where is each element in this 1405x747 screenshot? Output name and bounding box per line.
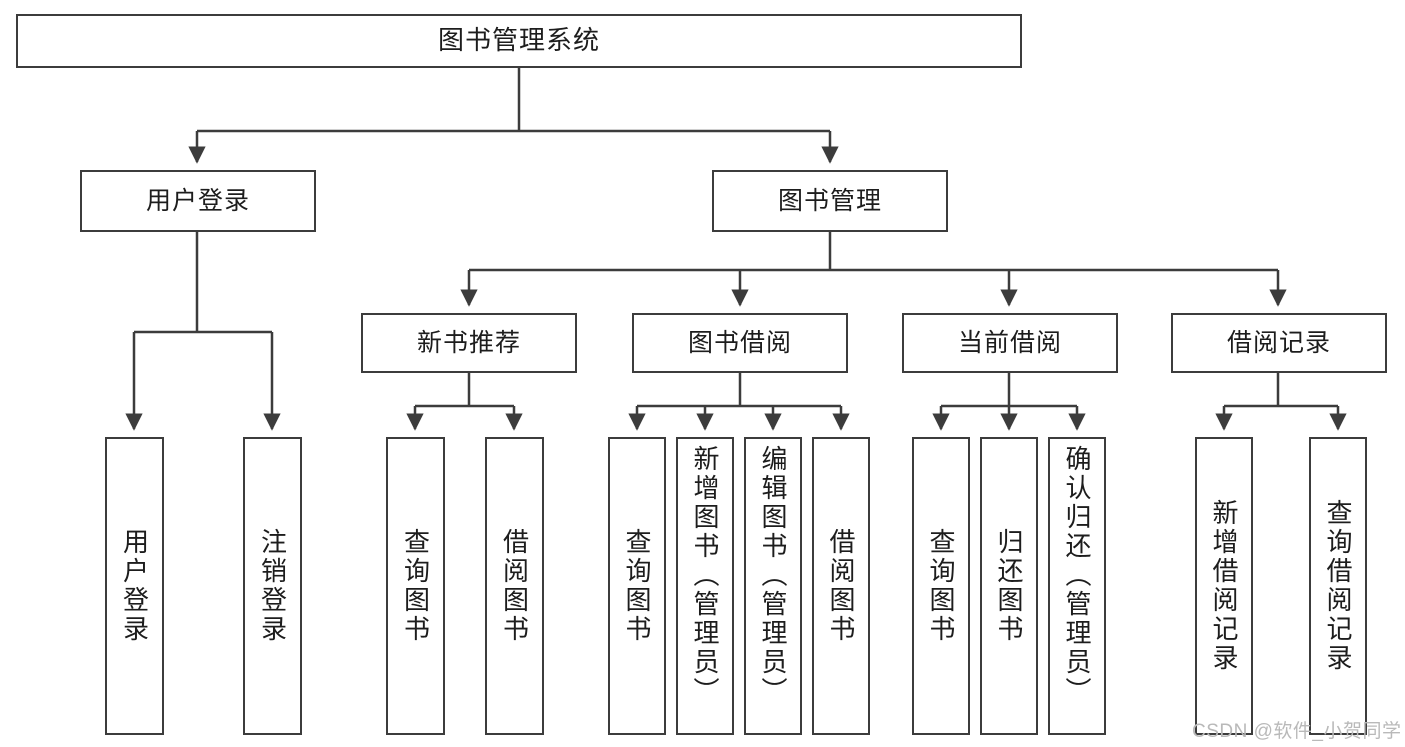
node-current-borrow-label: 当前借阅 [957,328,1062,357]
node-leaf-confirm-return-label: 确认归还（管理员） [1062,445,1092,706]
node-leaf-query-book-3[interactable]: 查询图书 [912,437,970,735]
node-leaf-query-book-3-label: 查询图书 [926,528,956,644]
node-leaf-return-book[interactable]: 归还图书 [980,437,1038,735]
node-leaf-user-login[interactable]: 用户登录 [105,437,164,735]
node-new-book-rec[interactable]: 新书推荐 [361,313,577,373]
node-root[interactable]: 图书管理系统 [16,14,1022,68]
node-leaf-borrow-book-1-label: 借阅图书 [499,528,530,644]
node-user-login[interactable]: 用户登录 [80,170,316,232]
node-leaf-return-book-label: 归还图书 [994,528,1024,644]
node-leaf-user-logout-label: 注销登录 [257,528,288,644]
node-leaf-borrow-book-2[interactable]: 借阅图书 [812,437,870,735]
node-leaf-add-book-label: 新增图书（管理员） [690,445,720,706]
node-leaf-user-logout[interactable]: 注销登录 [243,437,302,735]
node-current-borrow[interactable]: 当前借阅 [902,313,1118,373]
node-leaf-user-login-label: 用户登录 [119,528,150,644]
node-user-login-label: 用户登录 [145,186,250,215]
node-leaf-confirm-return[interactable]: 确认归还（管理员） [1048,437,1106,735]
node-book-borrow[interactable]: 图书借阅 [632,313,848,373]
node-leaf-add-book[interactable]: 新增图书（管理员） [676,437,734,735]
node-leaf-edit-book-label: 编辑图书（管理员） [758,445,788,706]
node-leaf-query-record[interactable]: 查询借阅记录 [1309,437,1367,735]
node-leaf-query-book-1[interactable]: 查询图书 [386,437,445,735]
csdn-watermark: CSDN @软件_小贺同学 [1192,721,1402,742]
node-leaf-query-book-2[interactable]: 查询图书 [608,437,666,735]
node-book-borrow-label: 图书借阅 [687,328,792,357]
node-new-book-rec-label: 新书推荐 [416,328,521,357]
node-root-label: 图书管理系统 [437,25,600,56]
node-borrow-record[interactable]: 借阅记录 [1171,313,1387,373]
node-leaf-edit-book[interactable]: 编辑图书（管理员） [744,437,802,735]
node-book-manage[interactable]: 图书管理 [712,170,948,232]
node-leaf-borrow-book-2-label: 借阅图书 [826,528,856,644]
node-leaf-borrow-book-1[interactable]: 借阅图书 [485,437,544,735]
node-leaf-add-record[interactable]: 新增借阅记录 [1195,437,1253,735]
node-borrow-record-label: 借阅记录 [1226,328,1331,357]
node-leaf-query-book-2-label: 查询图书 [622,528,652,644]
node-leaf-add-record-label: 新增借阅记录 [1209,499,1239,673]
node-leaf-query-record-label: 查询借阅记录 [1323,499,1353,673]
node-leaf-query-book-1-label: 查询图书 [400,528,431,644]
node-book-manage-label: 图书管理 [777,186,882,215]
